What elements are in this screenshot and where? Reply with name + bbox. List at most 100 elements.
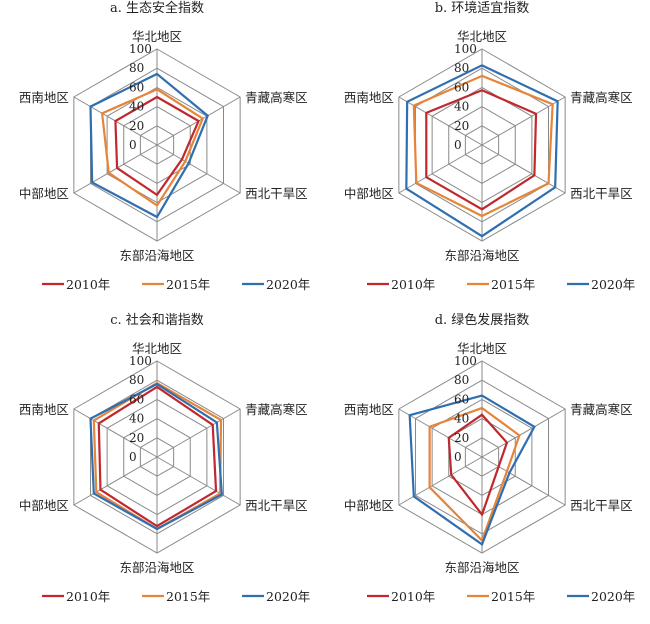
- axis-spoke: [481, 456, 566, 506]
- radial-tick-label: 100: [129, 354, 152, 368]
- radial-tick-label: 100: [454, 42, 477, 56]
- series-line-2010年: [97, 385, 218, 528]
- legend-label: 2020年: [591, 589, 635, 604]
- radar-grid: [73, 360, 241, 554]
- radial-tick-label: 40: [129, 100, 144, 114]
- radar-grid: [398, 360, 566, 554]
- axis-label-central: 中部地区: [19, 186, 69, 201]
- radial-tick-label: 40: [454, 412, 469, 426]
- radial-tick-label: 40: [129, 412, 144, 426]
- chart-title: a. 生态安全指数: [110, 0, 204, 16]
- radial-tick-label: 80: [454, 373, 469, 387]
- axis-spoke: [73, 456, 158, 506]
- chart-title: b. 环境适宜指数: [435, 1, 530, 16]
- legend: 2010年 2015年 2020年: [367, 589, 635, 604]
- axis-spoke: [73, 144, 158, 194]
- axis-label-qinghai-tibet: 青藏高寒区: [245, 90, 308, 105]
- radial-tick-label: 60: [129, 392, 144, 406]
- radar-chart-environment-suitability: b. 环境适宜指数 100 80 60 40 20 0 华北地区青藏高寒区西北干旱区东部沿海地…: [344, 1, 635, 292]
- radar-grid: [73, 48, 241, 242]
- axis-label-northwest-arid: 西北干旱区: [570, 186, 633, 201]
- legend-label: 2015年: [166, 277, 210, 292]
- radial-tick-label: 0: [129, 138, 137, 152]
- axis-label-southwest: 西南地区: [344, 402, 394, 417]
- radial-tick-label: 60: [454, 392, 469, 406]
- radial-tick-label: 40: [454, 100, 469, 114]
- axis-label-eastern-coastal: 东部沿海地区: [444, 560, 519, 575]
- axis-label-central: 中部地区: [344, 186, 394, 201]
- axis-label-southwest: 西南地区: [344, 90, 394, 105]
- legend-label: 2010年: [391, 277, 435, 292]
- series-line-2020年: [408, 394, 536, 547]
- legend-label: 2015年: [166, 589, 210, 604]
- series-line-2010年: [114, 95, 200, 197]
- series-line-2015年: [100, 88, 205, 208]
- axis-label-qinghai-tibet: 青藏高寒区: [570, 402, 633, 417]
- legend-label: 2015年: [491, 277, 535, 292]
- axis-label-northwest-arid: 西北干旱区: [245, 186, 308, 201]
- radar-chart-social-harmony: c. 社会和谐指数 100 80 60 40 20 0 华北地区青藏高寒区西北干旱区东部沿海地…: [19, 312, 310, 604]
- legend-label: 2020年: [266, 277, 310, 292]
- radar-grid: [398, 48, 566, 242]
- radar-chart-ecological-security: a. 生态安全指数 100 80 60 40 20 0 华北地区青藏高寒区西北干旱区东部沿海地…: [19, 0, 310, 292]
- series-line-2010年: [425, 89, 538, 211]
- axis-spoke: [398, 96, 483, 146]
- radial-tick-label: 80: [454, 61, 469, 75]
- legend: 2010年 2015年 2020年: [42, 589, 310, 604]
- radar-chart-green-development: d. 绿色发展指数100806040200华北地区青藏高寒区西北干旱区东部沿海地…: [344, 312, 635, 604]
- radial-tick-label: 20: [129, 119, 144, 133]
- axis-label-north-china: 华北地区: [457, 341, 507, 356]
- axis-spoke: [398, 144, 483, 194]
- chart-title: d. 绿色发展指数: [435, 312, 530, 328]
- radial-tick-label: 20: [454, 431, 469, 445]
- radial-tick-label: 80: [129, 373, 144, 387]
- chart-panel-a: a. 生态安全指数 100 80 60 40 20 0 华北地区青藏高寒区西北干旱区东部沿海地…: [0, 0, 325, 312]
- axis-label-eastern-coastal: 东部沿海地区: [444, 248, 519, 263]
- radial-tick-label: 60: [454, 80, 469, 94]
- legend-label: 2020年: [591, 277, 635, 292]
- legend-label: 2015年: [491, 589, 535, 604]
- chart-panel-c: c. 社会和谐指数 100 80 60 40 20 0 华北地区青藏高寒区西北干旱区东部沿海地…: [0, 312, 325, 624]
- axis-label-qinghai-tibet: 青藏高寒区: [245, 402, 308, 417]
- axis-label-southwest: 西南地区: [19, 402, 69, 417]
- axis-spoke: [73, 408, 158, 458]
- axis-label-southwest: 西南地区: [19, 90, 69, 105]
- axis-spoke: [481, 408, 566, 458]
- legend: 2010年 2015年 2020年: [367, 277, 635, 292]
- radial-tick-label: 80: [129, 61, 144, 75]
- axis-spoke: [481, 144, 566, 194]
- axis-spoke: [156, 456, 241, 506]
- radial-tick-label: 60: [129, 80, 144, 94]
- legend-label: 2020年: [266, 589, 310, 604]
- axis-label-north-china: 华北地区: [457, 29, 507, 44]
- axis-label-central: 中部地区: [19, 498, 69, 513]
- radial-tick-label: 0: [454, 138, 462, 152]
- axis-label-north-china: 华北地区: [132, 341, 182, 356]
- chart-panel-b: b. 环境适宜指数 100 80 60 40 20 0 华北地区青藏高寒区西北干旱区东部沿海地…: [325, 0, 650, 312]
- radial-tick-label: 100: [454, 354, 477, 368]
- chart-title: c. 社会和谐指数: [110, 312, 204, 328]
- axis-spoke: [398, 456, 483, 506]
- axis-label-central: 中部地区: [344, 498, 394, 513]
- series-line-2015年: [412, 74, 554, 218]
- radial-tick-label: 20: [129, 431, 144, 445]
- legend: 2010年 2015年 2020年: [42, 277, 310, 292]
- axis-spoke: [156, 408, 241, 458]
- radial-tick-label: 20: [454, 119, 469, 133]
- legend-label: 2010年: [391, 589, 435, 604]
- axis-label-north-china: 华北地区: [132, 29, 182, 44]
- radial-tick-label: 0: [454, 450, 462, 464]
- axis-label-northwest-arid: 西北干旱区: [245, 498, 308, 513]
- axis-label-qinghai-tibet: 青藏高寒区: [570, 90, 633, 105]
- series-line-2015年: [428, 406, 521, 543]
- legend-label: 2010年: [66, 589, 110, 604]
- axis-spoke: [156, 144, 241, 194]
- axis-spoke: [398, 408, 483, 458]
- axis-label-eastern-coastal: 东部沿海地区: [119, 248, 194, 263]
- legend-label: 2010年: [66, 277, 110, 292]
- radial-tick-label: 100: [129, 42, 152, 56]
- axis-label-eastern-coastal: 东部沿海地区: [119, 560, 194, 575]
- series-line-2010年: [447, 413, 509, 517]
- radial-tick-label: 0: [129, 450, 137, 464]
